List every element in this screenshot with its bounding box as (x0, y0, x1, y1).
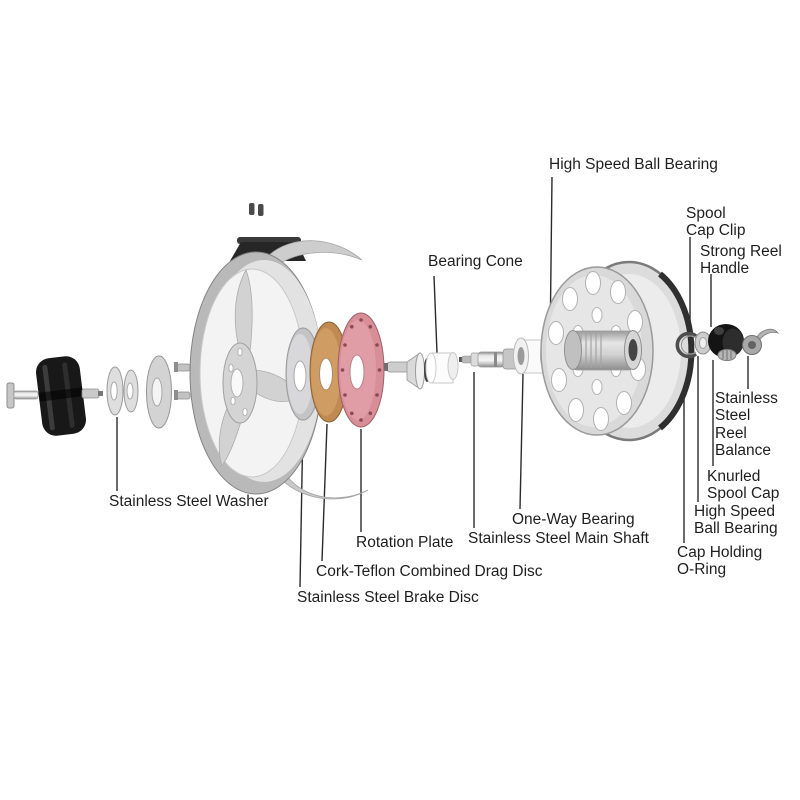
leader-bearing-cone (433, 275, 438, 354)
rotation-plate-rivets (340, 318, 382, 422)
label-strong-reel-handle: Strong Reel Handle (700, 243, 782, 278)
stainless-steel-reel-balance (742, 328, 780, 355)
spindle-screw (6, 382, 39, 409)
label-stainless-steel-main-shaft: Stainless Steel Main Shaft (468, 530, 649, 547)
label-spool-cap-clip: Spool Cap Clip (686, 205, 746, 240)
spool-back-rim-dark-edge (658, 271, 695, 431)
spool-holes-outer (548, 271, 646, 431)
hub-center-hole (628, 339, 638, 361)
drag-clutch-plate (146, 355, 172, 429)
knurled-spool-cap (717, 349, 737, 361)
label-one-way-bearing: One-Way Bearing (512, 511, 635, 528)
cone-cup-rim (415, 352, 425, 390)
label-stainless-steel-brake-disc: Stainless Steel Brake Disc (297, 589, 479, 606)
stainless-steel-main-shaft (459, 348, 519, 370)
label-stainless-steel-washer: Stainless Steel Washer (109, 493, 269, 510)
foot-screws (249, 203, 264, 216)
reel-handle (708, 324, 744, 358)
knob-shaft-tip (98, 391, 103, 396)
frame-hub (222, 342, 258, 424)
leader-one-way-bearing (519, 373, 524, 510)
drag-knob (36, 356, 86, 436)
label-cork-teflon-drag-disc: Cork-Teflon Combined Drag Disc (316, 563, 543, 580)
label-high-speed-ball-bearing-top: High Speed Ball Bearing (549, 156, 718, 173)
leader-cork-teflon (321, 423, 328, 562)
label-bearing-cone: Bearing Cone (428, 253, 523, 270)
reel-frame (189, 203, 369, 500)
spool (540, 260, 695, 442)
cone-rod-tip (384, 363, 388, 371)
label-rotation-plate: Rotation Plate (356, 534, 454, 551)
frame-screw-1 (174, 362, 191, 372)
knob-shaft-stub (81, 388, 100, 399)
spool-cap-clip (675, 331, 698, 359)
cork-teflon-drag-disc (309, 321, 349, 423)
frame-top-edge (267, 240, 363, 267)
stainless-steel-washer-2 (123, 369, 139, 413)
spool-hub (564, 330, 642, 371)
label-knurled-spool-cap: Knurled Spool Cap (707, 468, 780, 503)
frame-screw-2 (174, 390, 191, 400)
label-high-speed-ball-bearing-right: High Speed Ball Bearing (694, 503, 778, 538)
stainless-steel-washer-1 (106, 366, 124, 416)
bearing-cone-group (384, 352, 459, 390)
bearing-cone (425, 352, 459, 384)
cone-rod (386, 361, 410, 373)
frame-bottom-edge (281, 474, 369, 500)
rotation-plate (337, 312, 385, 428)
label-stainless-steel-reel-balance: Stainless Steel Reel Balance (715, 390, 778, 460)
drag-knob-assembly (6, 355, 191, 436)
label-cap-holding-o-ring: Cap Holding O-Ring (677, 544, 763, 579)
